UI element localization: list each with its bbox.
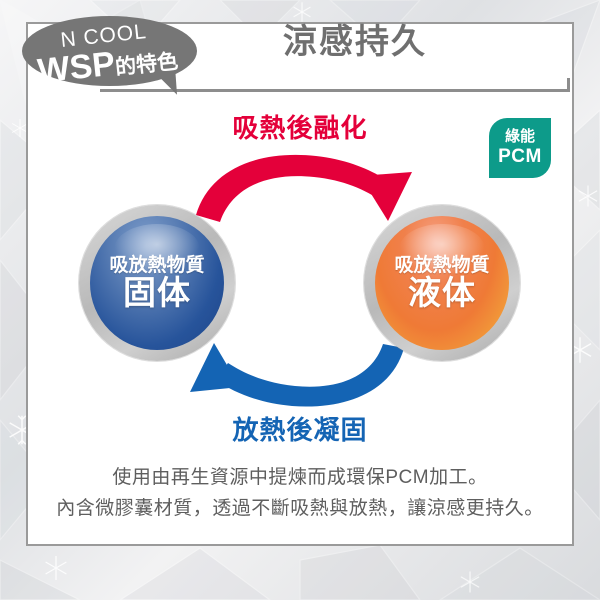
curved-arrow-right-icon [196,154,412,222]
solid-sublabel: 吸放熱物質 [109,254,205,276]
liquid-labels: 吸放熱物質 液体 [394,254,490,311]
liquid-sublabel: 吸放熱物質 [394,254,490,276]
pcm-badge-line1: 綠能 [504,127,535,145]
description-line-2: 內含微膠囊材質，透過不斷吸熱與放熱，讓涼感更持久。 [56,498,544,520]
orb-core [90,216,224,350]
orb-core [375,216,509,350]
description-line-1: 使用由再生資源中提煉而成環保PCM加工。 [112,467,488,488]
orb-gloss [114,224,200,275]
curved-arrow-left-icon [190,343,404,407]
liquid-state-circle: 吸放熱物質 液体 [364,205,520,361]
pcm-badge-line2: PCM [498,145,542,167]
solid-state-circle: 吸放熱物質 固体 [79,205,235,361]
liquid-mainlabel: 液体 [407,273,476,311]
melt-label: 吸熱後融化 [232,113,368,143]
orb-gloss [399,224,485,275]
pcm-badge: 綠能 PCM [489,118,551,178]
header-divider [100,89,570,92]
feature-callout-bubble: N COOL WSP的特色 [22,16,212,102]
page-title: 涼感持久 [283,23,427,61]
solid-mainlabel: 固体 [122,273,191,311]
description-text: 使用由再生資源中提煉而成環保PCM加工。 內含微膠囊材質，透過不斷吸熱與放熱，讓… [0,462,600,525]
freeze-label: 放熱後凝固 [232,415,368,445]
solid-labels: 吸放熱物質 固体 [109,254,205,311]
bubble-body [22,16,197,86]
header-divider-cap [567,78,570,92]
